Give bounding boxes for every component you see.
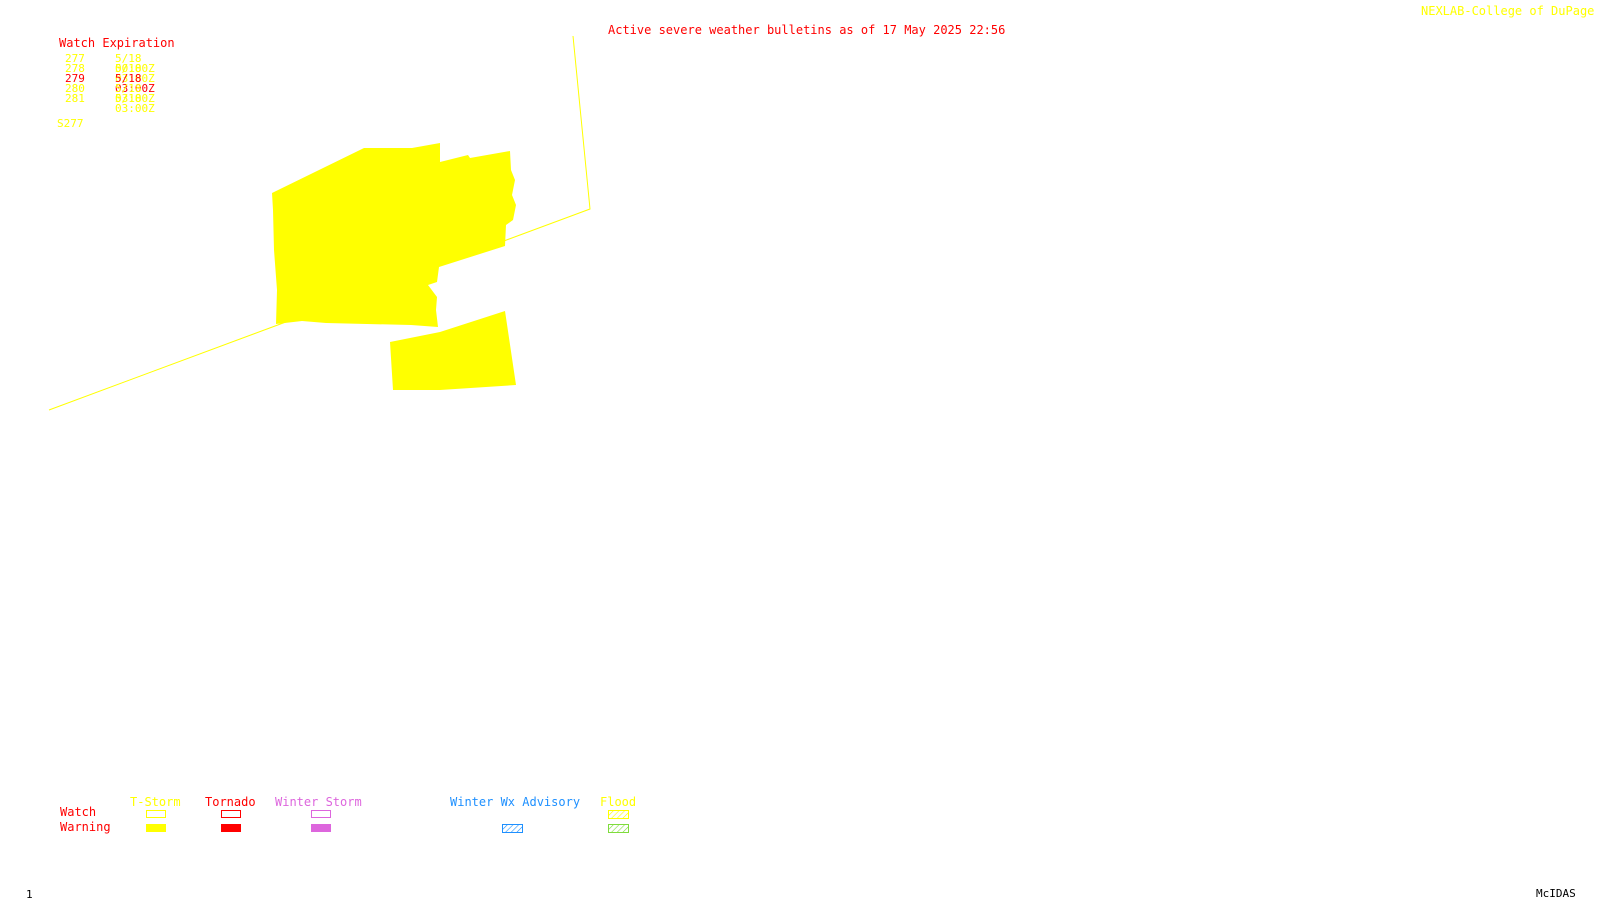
watch-expires: 5/18 03:00Z [115,62,155,85]
legend-tornado-label: Tornado [205,795,256,809]
legend-tornado-warning-swatch [221,824,241,832]
legend-winter-storm-label: Winter Storm [275,795,362,809]
watch-expires: 5/18 03:00Z [115,72,155,95]
watch-expires: 5/18 03:00Z [115,82,155,105]
frame-number: 1 [26,888,33,901]
legend-winter-storm-warning-swatch [311,824,331,832]
legend-winter-advisory-warning-swatch [502,824,523,833]
warning-polygon-north [272,143,516,327]
legend-tstorm-watch-swatch [146,810,166,818]
credit-label: NEXLAB-College of DuPage R [1421,4,1600,18]
legend-row-warning: Warning [60,820,111,834]
watch-id: 280 [65,82,85,95]
watch-id: 281 [65,92,85,105]
legend-flood-label: Flood [600,795,637,809]
bulletin-title: Active severe weather bulletins as of 17… [608,23,1006,37]
watch-expiration-heading: Watch Expiration [59,36,175,50]
legend-winter-advisory-label: Winter Wx Advisory [450,795,581,809]
watch-box-label: S277 [57,117,84,130]
watch-id: 278 [65,62,85,75]
watch-expires: 5/18 00:00Z [115,52,155,75]
watch-expires: 5/18 03:00Z [115,92,155,115]
legend-tstorm-label: T-Storm [130,795,181,809]
watch-id: 277 [65,52,85,65]
watch-boundary-line [48,35,591,411]
legend-flood-warning-swatch [608,824,629,833]
legend-tornado-watch-swatch [221,810,241,818]
legend-winter-storm-watch-swatch [311,810,331,818]
legend-row-watch: Watch [60,805,97,819]
warning-polygon-south [390,311,516,390]
legend-flood-watch-swatch [608,810,629,819]
watch-id: 279 [65,72,85,85]
legend-tstorm-warning-swatch [146,824,166,832]
mcidas-brand: McIDAS [1536,887,1576,900]
